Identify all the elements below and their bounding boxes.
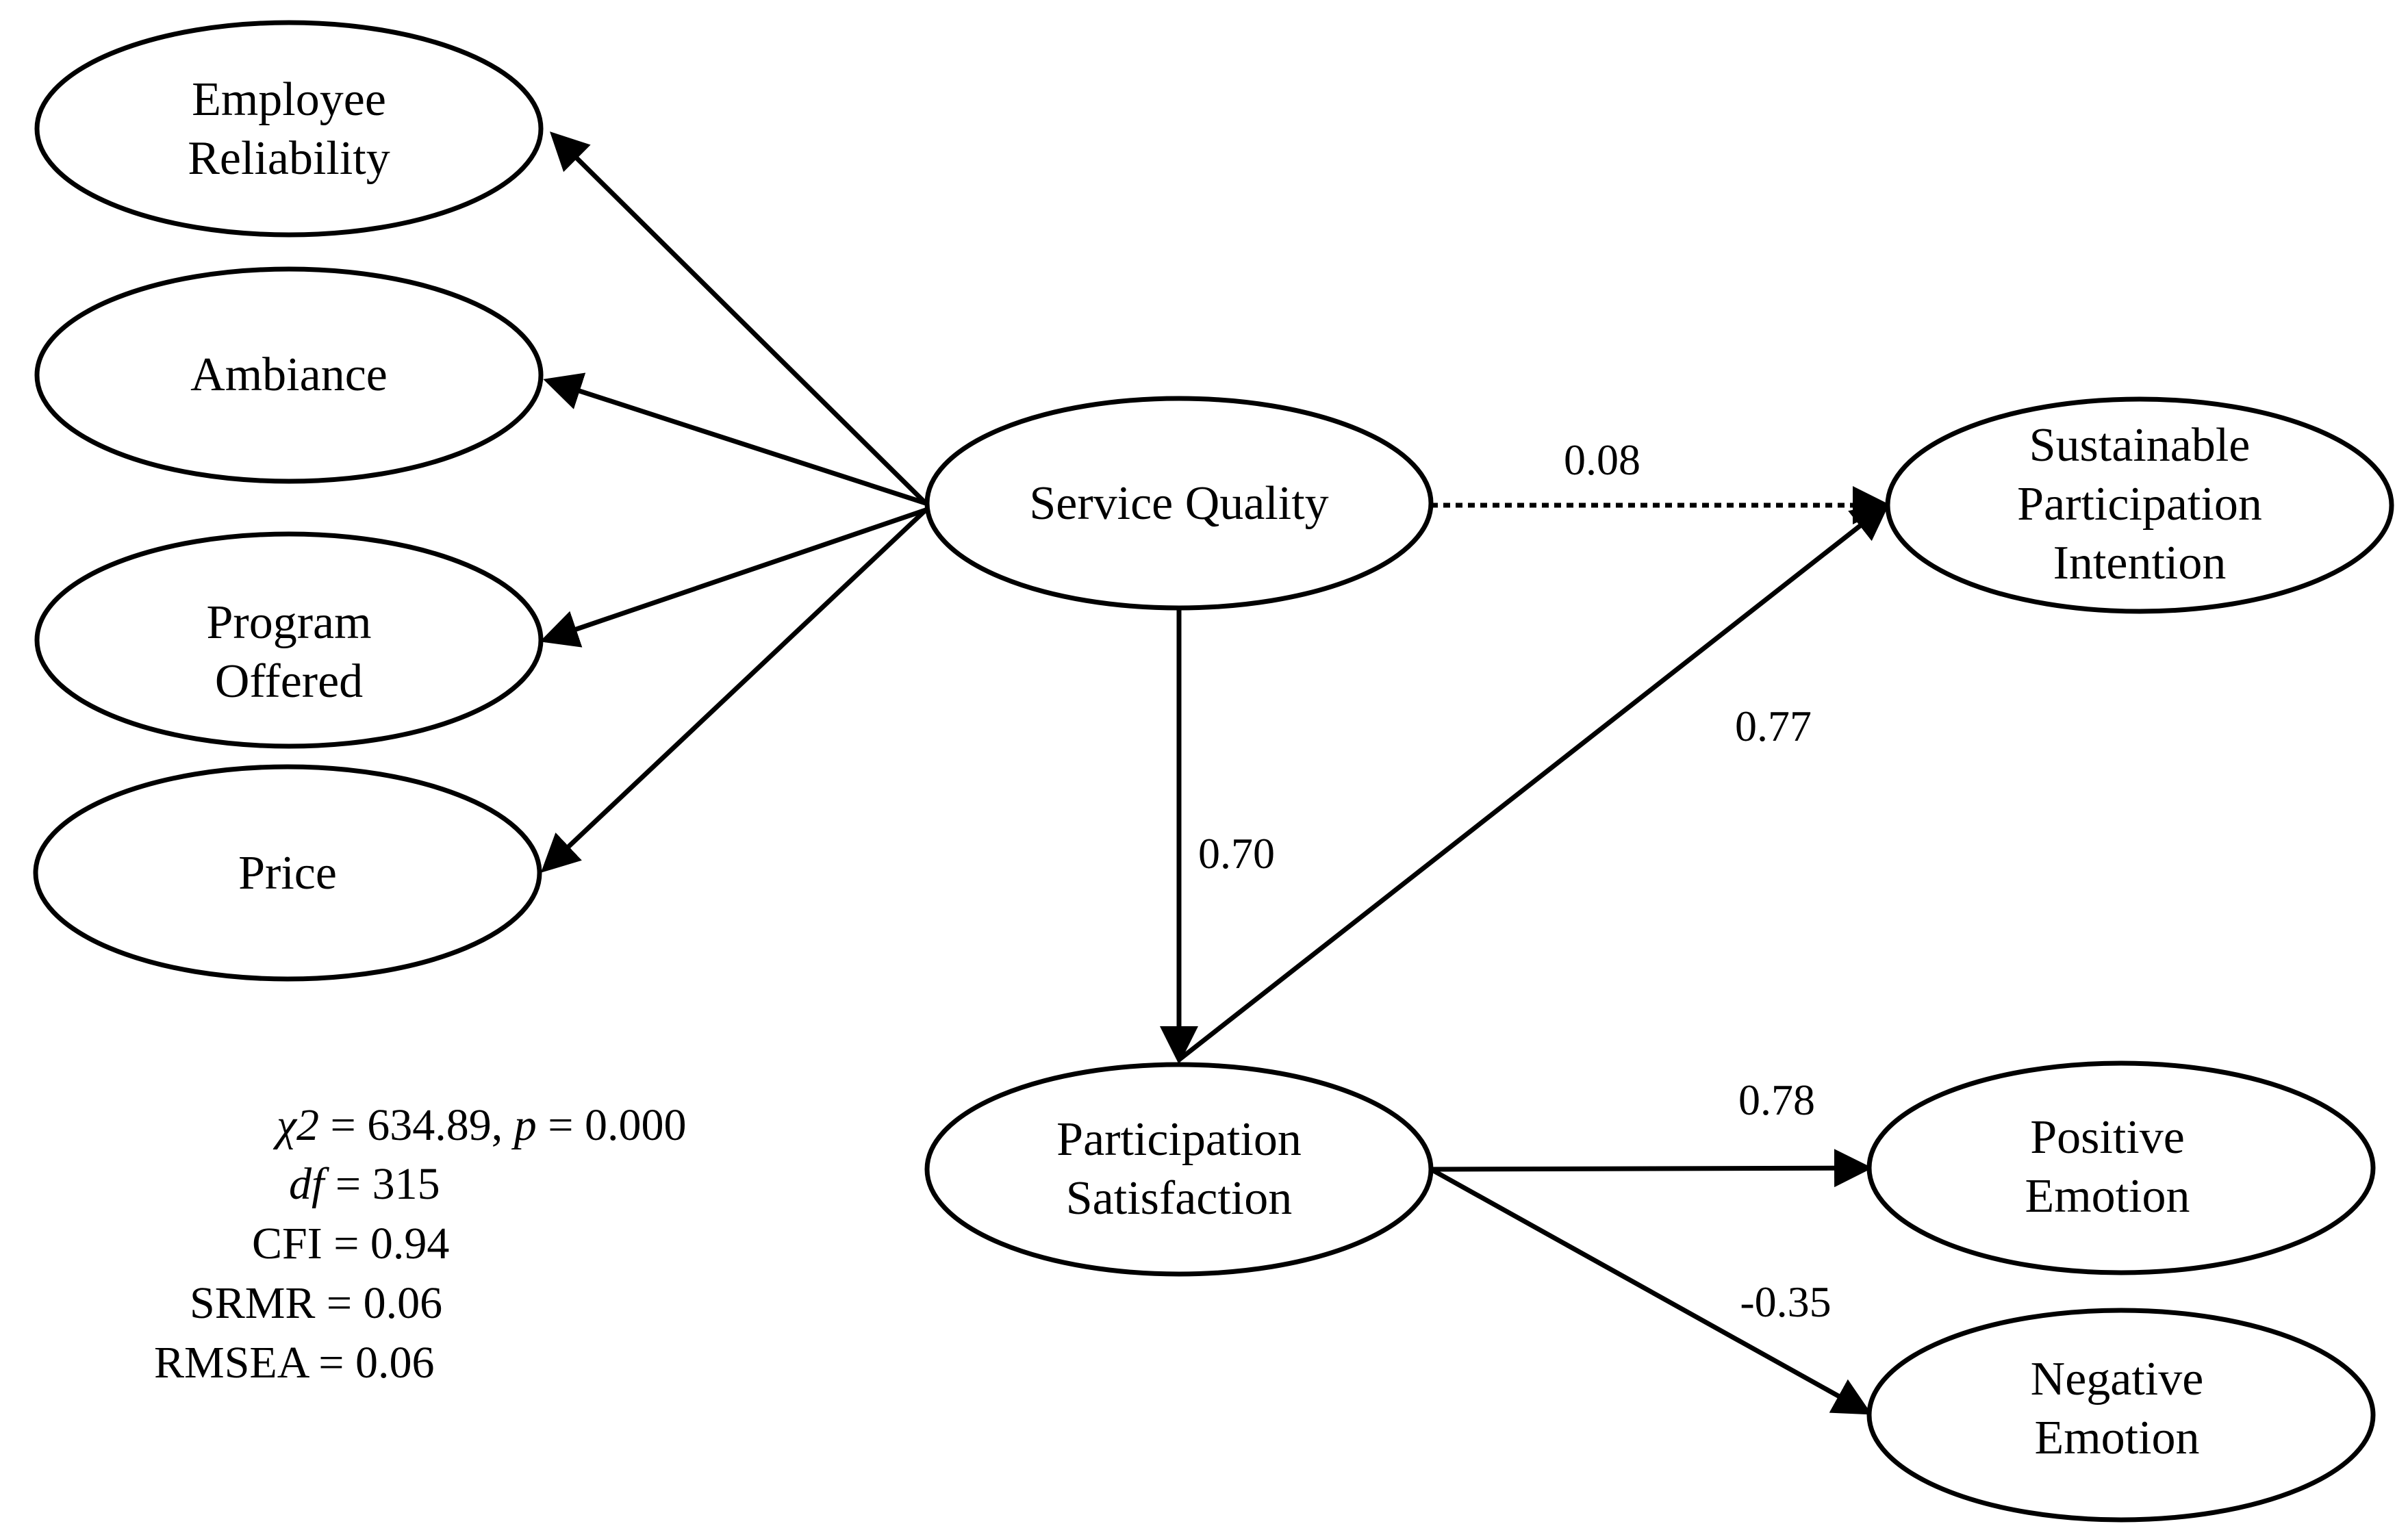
node-sustainable-participation-intention: Sustainable Participation Intention [1885,396,2394,614]
edge-sq-to-price [540,508,928,873]
fit-srmr: SRMR = 0.06 [190,1278,442,1328]
node-participation-satisfaction-line-1: Participation [1056,1113,1302,1166]
node-service-quality: Service Quality [924,396,1434,611]
node-positive-emotion-line-2: Emotion [2025,1170,2190,1223]
node-negative-emotion-line-2: Emotion [2034,1412,2199,1464]
node-program-offered-line-2: Offered [215,655,363,708]
fit-chi2-line: χ2 = 634.89, p = 0.000 [273,1100,687,1150]
coef-ps-to-spi: 0.77 [1735,702,1812,750]
fit-cfi: CFI = 0.94 [252,1219,449,1269]
edge-sq-to-program-offered [540,507,927,648]
fit-chi2-symbol: χ2 [273,1100,319,1150]
node-participation-satisfaction-line-2: Satisfaction [1066,1172,1292,1225]
node-spi-line-3: Intention [2053,537,2227,589]
node-employee-reliability-line-1: Employee [192,73,386,126]
node-employee-reliability-line-2: Reliability [188,132,390,185]
node-price: Price [33,764,542,982]
fit-chi2-value: = 634.89, [319,1100,514,1150]
coef-sq-to-ps: 0.70 [1198,829,1275,878]
node-spi-line-1: Sustainable [2029,419,2251,472]
node-ambiance-line-1: Ambiance [190,348,388,401]
node-ambiance: Ambiance [34,266,544,484]
node-positive-emotion-line-1: Positive [2030,1111,2185,1164]
edge-sq-to-employee-reliability [550,131,928,505]
node-employee-reliability: Employee Reliability [34,20,544,238]
node-spi-line-2: Participation [2017,478,2262,531]
coef-ps-to-positive-emotion: 0.78 [1738,1076,1815,1124]
node-positive-emotion: Positive Emotion [1866,1060,2376,1275]
node-service-quality-line-1: Service Quality [1029,477,1328,530]
coef-sq-to-spi: 0.08 [1564,435,1640,484]
edge-sq-to-ambiance [543,372,927,506]
path-coefficients: 0.08 0.70 0.77 0.78 -0.35 [1198,435,1832,1326]
node-participation-satisfaction: Participation Satisfaction [924,1062,1434,1277]
fit-p-symbol: p [511,1100,537,1150]
fit-df-line: df = 315 [289,1159,440,1209]
node-program-offered-line-1: Program [206,596,371,649]
edge-ps-to-positive-emotion [1430,1149,1873,1188]
edges [540,131,1891,1415]
node-negative-emotion: Negative Emotion [1866,1308,2376,1523]
coef-ps-to-negative-emotion: -0.35 [1740,1277,1831,1326]
fit-p-value: = 0.000 [537,1100,687,1150]
node-negative-emotion-line-1: Negative [2031,1353,2204,1406]
fit-df-symbol: df [289,1159,329,1209]
edge-ps-to-spi [1177,502,1890,1062]
fit-df-value: = 315 [324,1159,440,1209]
fit-indices: χ2 = 634.89, p = 0.000 df = 315 CFI = 0.… [154,1100,687,1388]
node-price-line-1: Price [238,847,337,900]
fit-rmsea: RMSEA = 0.06 [154,1338,434,1388]
node-program-offered: Program Offered [34,531,544,749]
edge-ps-to-negative-emotion [1430,1167,1873,1415]
